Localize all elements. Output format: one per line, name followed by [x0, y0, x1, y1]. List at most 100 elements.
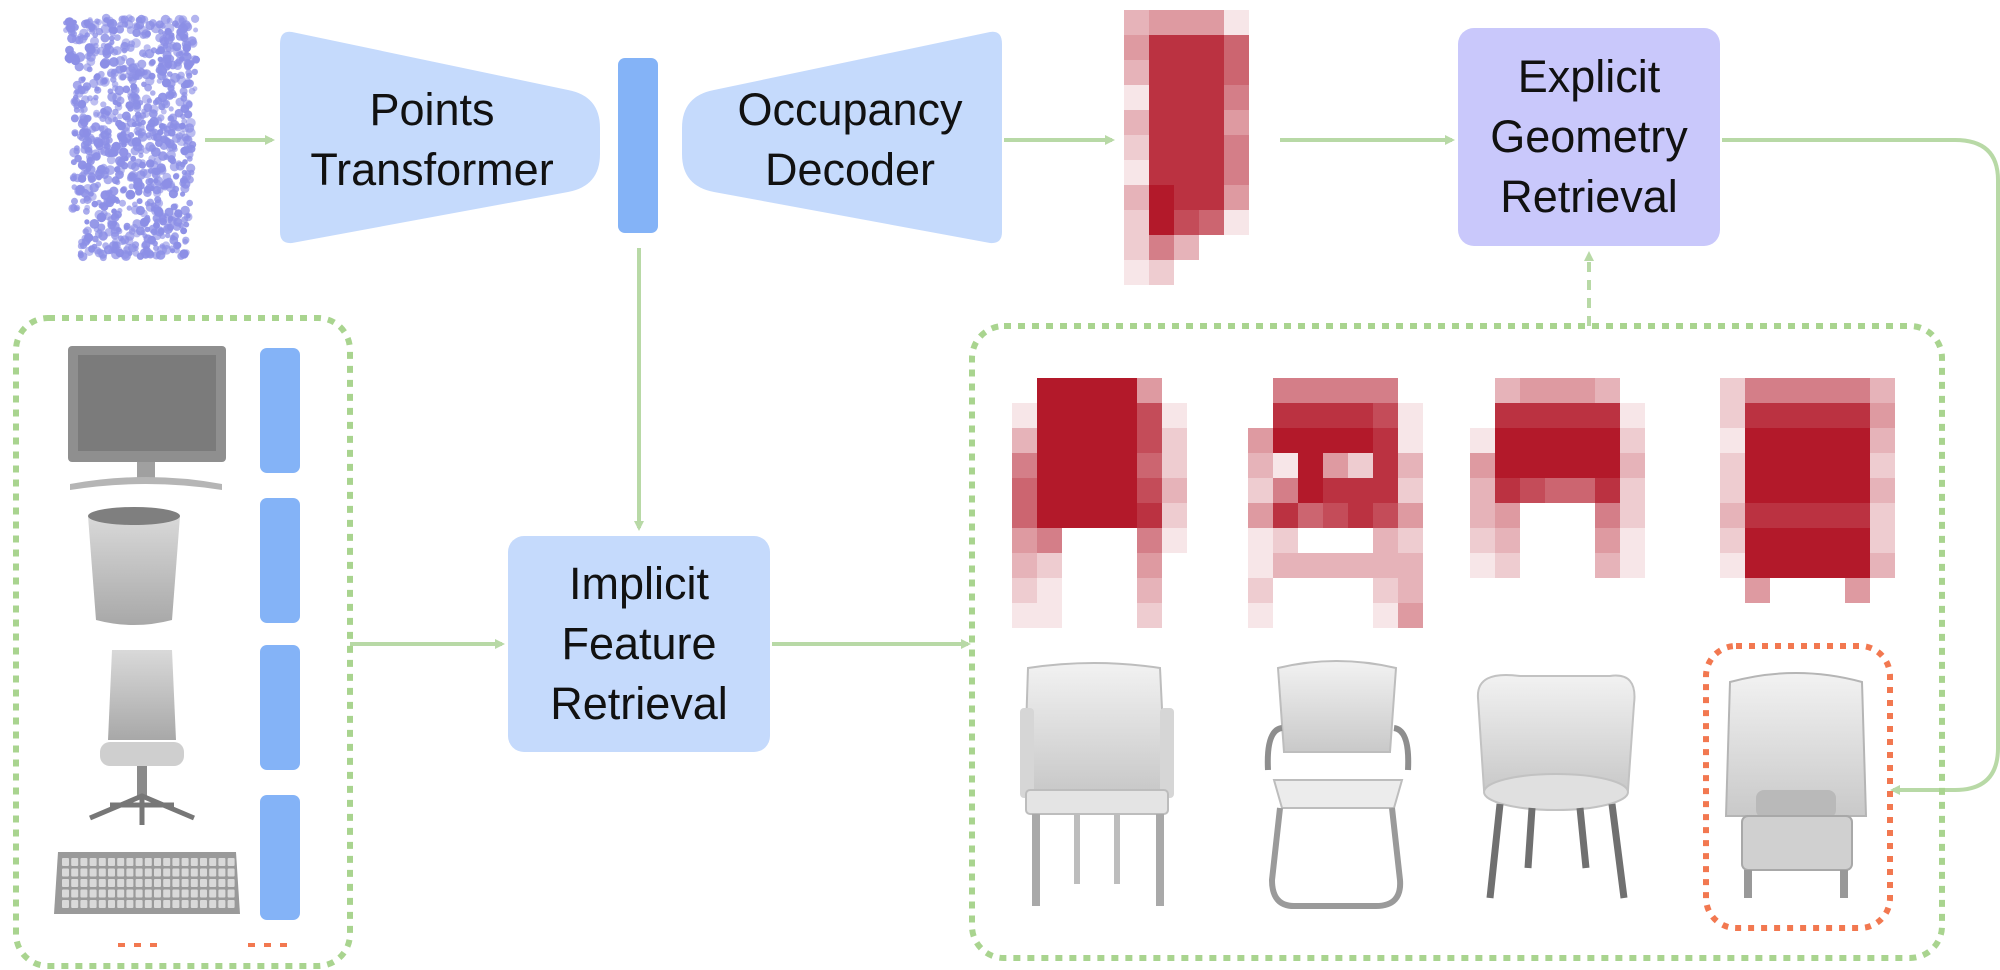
point [85, 162, 92, 169]
point [74, 206, 80, 212]
point [150, 90, 156, 96]
voxel [1570, 378, 1595, 403]
point [136, 198, 143, 205]
point [94, 86, 102, 94]
voxel [1770, 378, 1795, 403]
voxel [1037, 528, 1062, 553]
voxel [1087, 428, 1112, 453]
voxel [1720, 553, 1745, 578]
voxel [1124, 160, 1149, 185]
voxel [1037, 428, 1062, 453]
point [69, 147, 80, 158]
point [133, 23, 141, 30]
point [116, 246, 122, 253]
point [77, 84, 83, 91]
point [168, 106, 174, 112]
key [80, 858, 88, 866]
point [131, 241, 140, 249]
key [62, 858, 69, 866]
key [200, 900, 207, 908]
point [157, 92, 168, 103]
database-latent-bar [260, 348, 300, 473]
point [111, 238, 119, 246]
voxel [1398, 528, 1423, 553]
key [144, 889, 152, 898]
point [180, 82, 187, 89]
point [103, 17, 110, 23]
voxel [1770, 478, 1795, 503]
point [174, 241, 182, 249]
retrieved-candidates-frame [969, 323, 1945, 961]
point [104, 117, 113, 125]
voxel [1323, 403, 1348, 428]
point [141, 250, 150, 259]
key [218, 889, 226, 898]
voxel [1224, 110, 1249, 135]
key [163, 858, 171, 866]
voxel [1373, 603, 1398, 628]
voxel [1795, 378, 1820, 403]
voxel [1620, 528, 1645, 553]
voxel [1870, 478, 1895, 503]
key [117, 900, 125, 908]
key [209, 879, 217, 887]
voxel [1348, 478, 1373, 503]
voxel [1248, 578, 1273, 603]
voxel [1373, 378, 1398, 403]
candidate-voxels-armchair [1012, 378, 1187, 628]
implicit-feature-retrieval-label: Implicit Feature Retrieval [508, 536, 770, 752]
voxel [1620, 428, 1645, 453]
point [100, 101, 107, 108]
voxel [1720, 503, 1745, 528]
voxel [1298, 378, 1323, 403]
point [77, 252, 84, 259]
voxel [1012, 603, 1037, 628]
point [115, 226, 122, 233]
label-line: Retrieval [550, 678, 728, 729]
point [65, 52, 75, 62]
voxel [1174, 35, 1199, 60]
voxel [1470, 553, 1495, 578]
point [100, 170, 109, 179]
voxel [1174, 235, 1199, 260]
key [62, 868, 69, 877]
voxel [1745, 578, 1770, 603]
point [170, 203, 178, 211]
point [109, 39, 115, 46]
point [105, 45, 115, 55]
voxel [1520, 478, 1545, 503]
voxel [1037, 553, 1062, 578]
explicit-geometry-retrieval-label: Explicit Geometry Retrieval [1458, 28, 1720, 246]
point [170, 119, 180, 130]
point [126, 205, 132, 211]
voxel [1248, 453, 1273, 478]
voxel [1373, 578, 1398, 603]
voxel [1273, 453, 1298, 478]
voxel [1137, 428, 1162, 453]
key [200, 889, 207, 898]
voxel [1398, 553, 1423, 578]
voxel [1224, 10, 1249, 35]
voxel [1062, 453, 1087, 478]
voxel [1595, 403, 1620, 428]
key [181, 868, 189, 877]
point [157, 244, 167, 255]
voxel [1495, 428, 1520, 453]
point [155, 20, 164, 29]
key [200, 858, 207, 866]
point [145, 76, 155, 86]
point [147, 119, 156, 128]
voxel [1398, 603, 1423, 628]
voxel [1795, 553, 1820, 578]
voxel [1845, 553, 1870, 578]
key [227, 858, 235, 866]
voxel [1149, 10, 1174, 35]
voxel [1162, 478, 1187, 503]
voxel [1720, 378, 1745, 403]
voxel [1273, 403, 1298, 428]
voxel [1770, 428, 1795, 453]
voxel [1720, 403, 1745, 428]
key [117, 879, 125, 887]
point [182, 238, 189, 245]
point [100, 210, 108, 218]
